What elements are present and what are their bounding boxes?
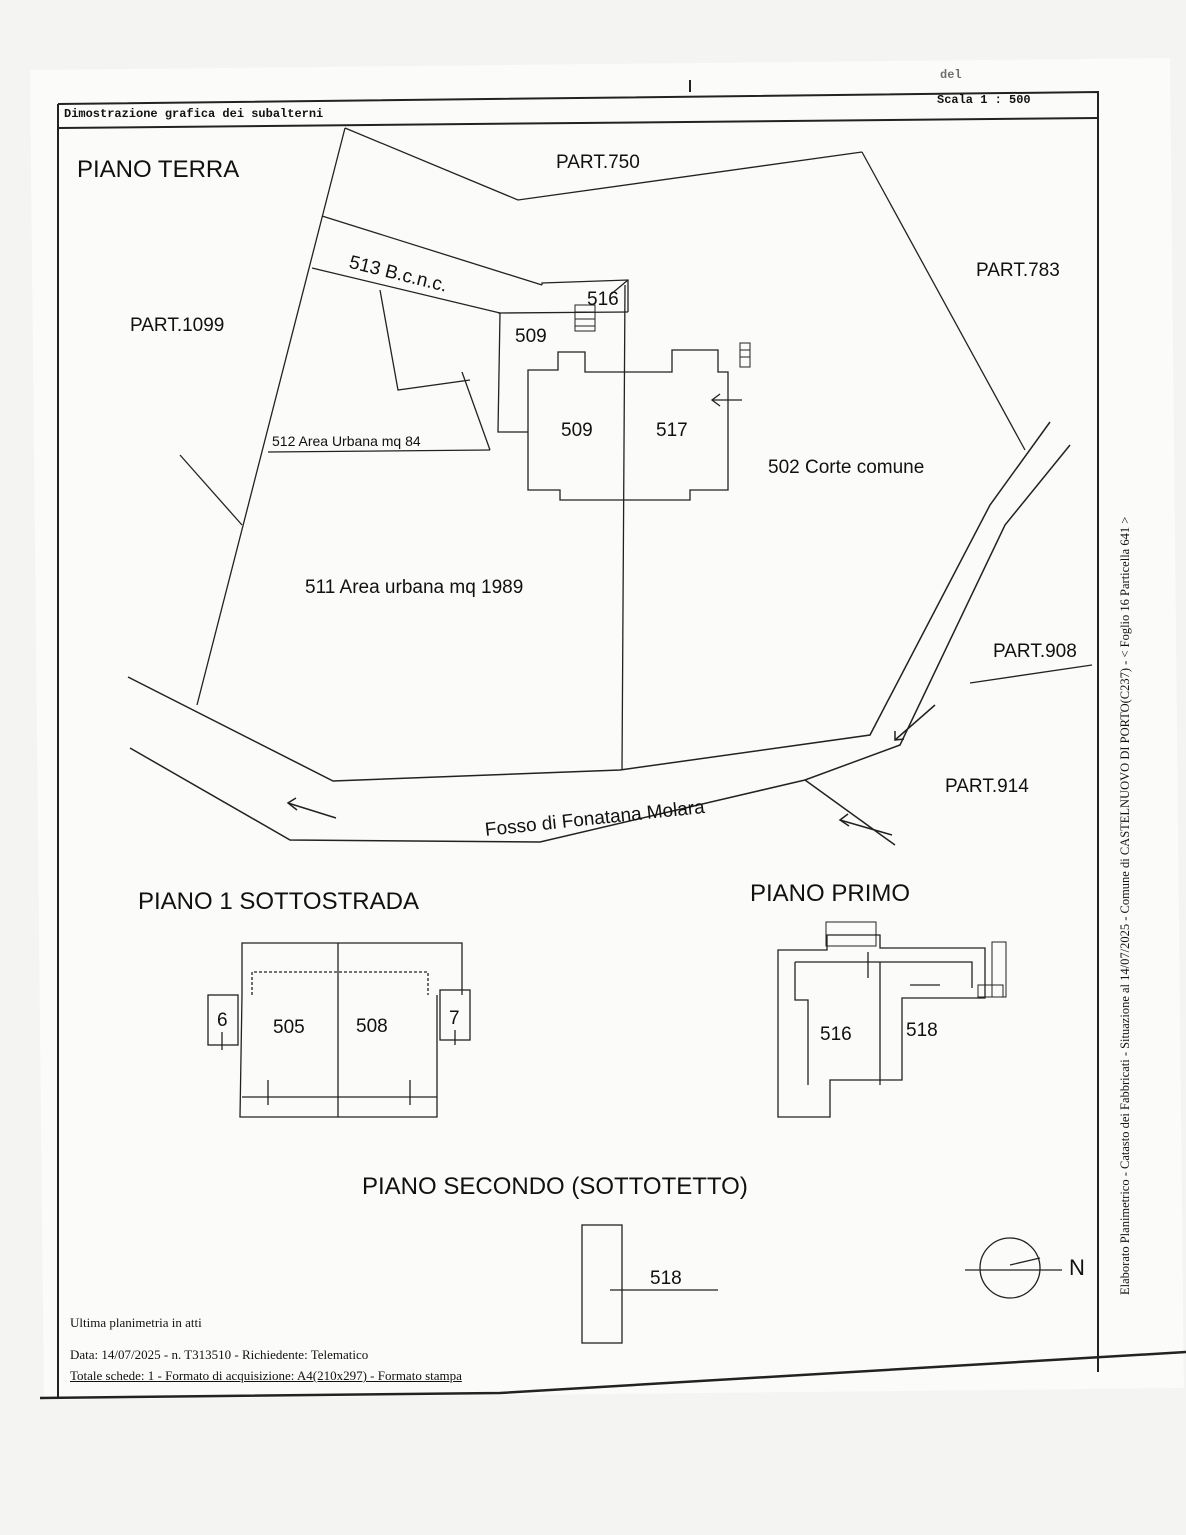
part-783: PART.783 [976, 260, 1060, 281]
sub-517: 517 [656, 420, 688, 441]
footer-line2: Data: 14/07/2025 - n. T313510 - Richiede… [70, 1347, 369, 1362]
primo-sub-518: 518 [906, 1020, 938, 1041]
side-caption: Elaborato Planimetrico - Catasto dei Fab… [1118, 516, 1132, 1295]
sub-505: 505 [273, 1017, 305, 1038]
piano-sottostrada-title: PIANO 1 SOTTOSTRADA [138, 888, 419, 915]
part-1099: PART.1099 [130, 315, 225, 336]
plan-primo [777, 921, 1007, 1118]
plan-sottostrada [207, 942, 471, 1118]
sub-502: 502 Corte comune [768, 457, 925, 478]
part-750: PART.750 [556, 152, 640, 173]
stairs-icon [574, 304, 751, 368]
sub-509: 509 [561, 420, 593, 441]
sub-511: 511 Area urbana mq 1989 [305, 577, 524, 598]
north-label: N [1069, 1255, 1085, 1280]
header-title: Dimostrazione grafica dei subalterni [64, 107, 324, 121]
sub-6: 6 [217, 1010, 228, 1031]
footer-line3: Totale schede: 1 - Formato di acquisizio… [70, 1368, 462, 1383]
header-fragment: del [940, 68, 962, 82]
sub-508: 508 [356, 1016, 388, 1037]
part-908: PART.908 [993, 641, 1077, 662]
sub-7: 7 [449, 1008, 460, 1029]
secondo-sub-518: 518 [650, 1268, 682, 1289]
frame [39, 80, 1186, 1400]
river-fosso [127, 421, 1071, 846]
sub-509-upper: 509 [515, 326, 547, 347]
sub-516: 516 [587, 289, 619, 310]
sub-512: 512 Area Urbana mq 84 [272, 433, 421, 449]
entrance-arrow-icon [710, 393, 742, 407]
north-arrow-icon [965, 1237, 1062, 1299]
plan-secondo [581, 1224, 718, 1344]
piano-terra-title: PIANO TERRA [77, 156, 240, 183]
part-914: PART.914 [945, 776, 1029, 797]
piano-secondo-title: PIANO SECONDO (SOTTOTETTO) [362, 1173, 748, 1200]
footer-line1: Ultima planimetria in atti [70, 1315, 202, 1330]
parcel-boundaries [179, 127, 1093, 771]
piano-primo-title: PIANO PRIMO [750, 880, 911, 907]
primo-sub-516: 516 [820, 1024, 852, 1045]
scale-label: Scala 1 : 500 [937, 93, 1031, 107]
